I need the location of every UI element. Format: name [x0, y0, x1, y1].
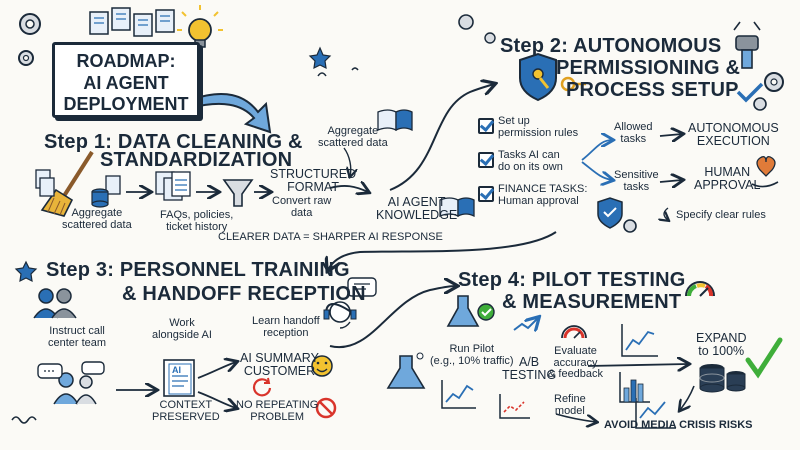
step1-heading-line2: STANDARDIZATION [100, 149, 293, 171]
step3-heading-line2: & HANDOFF RECEPTION [122, 283, 366, 305]
step2-rules: Specify clear rules [676, 209, 766, 221]
step4-evaluate: Evaluate accuracy & feedback [548, 345, 604, 381]
shield-key-icon [519, 52, 586, 102]
page-title: ROADMAP: AI AGENT DEPLOYMENT [63, 51, 189, 115]
no-entry-icon [315, 397, 337, 419]
gauge-icon [561, 325, 587, 339]
step3-heading: Step 3: PERSONNEL TRAINING [46, 259, 350, 281]
funnel-icon [222, 179, 254, 207]
checkbox-icon [478, 152, 494, 168]
checkbox-icon [478, 118, 494, 134]
step1-heading: Step 1: DATA CLEANING & [44, 131, 303, 153]
big-arrow-icon [189, 93, 272, 134]
step2-check-1: Set up permission rules [498, 115, 579, 139]
flask-icon [386, 352, 426, 389]
document-stack-icon [89, 7, 175, 37]
step4-ab-testing: A/B TESTING [502, 355, 557, 383]
hand-heart-icon [751, 156, 779, 188]
step2-check-2: Tasks AI can do on its own [498, 149, 563, 173]
book-icon [377, 109, 475, 218]
document-label: AI [172, 365, 181, 375]
checkmark-icon [745, 337, 783, 379]
step2-allowed: Allowed tasks [614, 121, 653, 145]
people-icon [53, 372, 97, 405]
step3-summary: AI SUMMARY CUSTOMER [240, 351, 319, 379]
shield-icon [597, 197, 623, 229]
speech-bubble-icon [37, 277, 377, 379]
gauge-icon [685, 281, 715, 297]
step2-heading: Step 2: AUTONOMOUS [500, 35, 722, 57]
smiley-icon [311, 355, 333, 377]
clipboard-icon [155, 171, 191, 201]
step4-heading: Step 4: PILOT TESTING [458, 269, 686, 291]
checkmark-icon [736, 82, 764, 103]
flask-icon [446, 295, 495, 327]
database-icon [699, 364, 746, 393]
step3-instruct: Instruct call center team [48, 325, 107, 349]
step2-heading-line3: PROCESS SETUP [566, 79, 739, 101]
step1-aggregate-bottom: Aggregate scattered data [62, 207, 132, 231]
step4-avoid: AVOID MEDIA CRISIS RISKS [604, 419, 753, 431]
document-icon [163, 359, 195, 397]
title-card: ROADMAP: AI AGENT DEPLOYMENT [52, 42, 200, 118]
bar-chart-icon [619, 372, 650, 403]
headset-icon [323, 301, 357, 329]
step1-aggregate-top: Aggregate scattered data [318, 125, 388, 149]
checkbox-icon [478, 186, 494, 202]
step2-heading-line2: PERMISSIONING & [556, 57, 741, 79]
star-icon [14, 260, 38, 283]
star-icon [308, 46, 332, 70]
step2-sensitive: Sensitive tasks [614, 169, 659, 193]
step1-clearer: CLEARER DATA = SHARPER AI RESPONSE [218, 231, 443, 243]
step1-knowledge: AI AGENT KNOWLEDGE [376, 195, 458, 223]
step1-structured-format: STRUCTURED FORMAT [270, 167, 357, 195]
refresh-icon [252, 377, 272, 397]
step3-work: Work alongside AI [152, 317, 212, 341]
gear-icon [458, 14, 784, 233]
step3-no-repeat: NO REPEATING PROBLEM [236, 399, 319, 423]
step4-refine: Refine model [554, 393, 586, 417]
broom-icon [40, 150, 94, 217]
step2-autonomous: AUTONOMOUS EXECUTION [688, 121, 779, 149]
step4-heading-line2: & MEASUREMENT [502, 291, 682, 313]
lightbulb-icon [177, 5, 223, 48]
gear-icon [18, 13, 41, 66]
people-icon [33, 288, 77, 319]
step3-context: CONTEXT PRESERVED [152, 399, 220, 423]
step4-expand: EXPAND to 100% [696, 331, 747, 359]
robot-arm-icon [733, 21, 761, 69]
step3-learn: Learn handoff reception [252, 315, 320, 339]
step1-faqs: FAQs, policies, ticket history [160, 209, 234, 233]
step2-human-approval: HUMAN APPROVAL [694, 165, 761, 193]
document-stack-icon [35, 169, 121, 197]
step4-run-pilot: Run Pilot (e.g., 10% traffic) [430, 343, 514, 367]
step2-check-3: FINANCE TASKS: Human approval [498, 183, 588, 207]
step1-convert: Convert raw data [272, 195, 332, 219]
line-chart-icon [441, 318, 676, 429]
database-icon [91, 188, 109, 208]
